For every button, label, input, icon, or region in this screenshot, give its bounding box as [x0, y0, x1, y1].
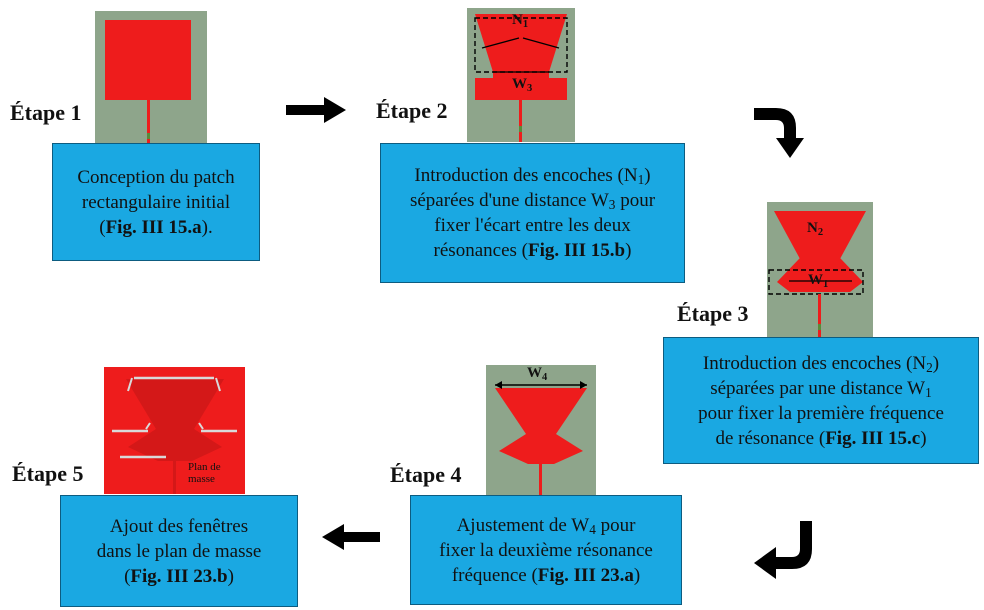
step1-label: Étape 1	[10, 100, 82, 125]
step4-line: fréquence (Fig. III 23.a)	[452, 563, 640, 588]
step2-line: Introduction des encoches (N1)	[414, 163, 650, 188]
step5-line: dans le plan de masse	[96, 540, 262, 562]
plan-de-masse-label: Plan de masse	[188, 461, 221, 485]
step2-l4b: )	[625, 240, 632, 261]
step1-line: rectangulaire initial	[81, 191, 231, 213]
step5-l3a: (	[124, 565, 131, 587]
step3-line: pour fixer la première fréquence	[698, 402, 944, 424]
step1-description-box: Conception du patch rectangulaire initia…	[52, 143, 260, 261]
step2-l2sub: 3	[608, 197, 616, 212]
step1-line: Conception du patch	[77, 166, 235, 188]
arrow-curve-down-icon	[754, 108, 814, 169]
step2-l1c: )	[644, 165, 651, 186]
label-n1: N1	[512, 12, 529, 30]
step4-l3b: )	[633, 564, 641, 586]
step3-l4a: de résonance (	[715, 427, 826, 449]
step1-fig-ref: Fig. III 15.a	[105, 216, 202, 238]
step3-line: séparées par une distance W1	[710, 376, 932, 401]
step2-line: séparées d'une distance W3 pour	[410, 188, 655, 213]
step2-l4a: résonances (	[433, 240, 528, 261]
step4-l1b: pour	[595, 514, 636, 536]
step3-l1sub: 2	[926, 359, 933, 375]
step3-label: Étape 3	[677, 301, 749, 326]
step4-description-box: Ajustement de W4 pour fixer la deuxième …	[410, 495, 682, 605]
arrow-curve-left-icon	[752, 521, 814, 584]
w3-sub: 3	[527, 83, 533, 94]
step3-l2a: séparées par une distance W	[710, 377, 926, 399]
step4-fig-ref: Fig. III 23.a	[537, 564, 634, 586]
step4-line: fixer la deuxième résonance	[439, 539, 653, 561]
step4-line: Ajustement de W4 pour	[457, 513, 636, 538]
step2-l1a: Introduction des encoches	[414, 165, 618, 186]
step1-antenna-image	[95, 11, 207, 146]
step3-l4b: )	[920, 427, 927, 449]
step4-antenna-image	[486, 365, 596, 495]
step3-line: de résonance (Fig. III 15.c)	[715, 426, 926, 451]
plan-label-line2: masse	[188, 473, 215, 485]
step1-ref-suffix: ).	[201, 216, 213, 238]
label-w4: W4	[527, 365, 548, 383]
n2-sub: 2	[817, 227, 824, 238]
step3-l1b: )	[932, 352, 940, 374]
step3-description-box: Introduction des encoches (N2) séparées …	[663, 337, 979, 464]
n1-sub: 1	[522, 19, 529, 30]
step5-ground-plane-image	[104, 367, 245, 494]
label-w1: W1	[808, 272, 829, 290]
arrow-left-icon	[322, 524, 380, 555]
step2-line: fixer l'écart entre les deux	[434, 215, 631, 236]
plan-label-line1: Plan de	[188, 461, 221, 473]
step2-l2b: pour	[615, 190, 656, 211]
step3-line: Introduction des encoches (N2)	[703, 351, 939, 376]
step2-antenna-image	[467, 8, 575, 142]
step4-l1a: Ajustement de W	[456, 514, 590, 536]
w3-text: W	[512, 76, 527, 92]
step5-l3b: )	[227, 565, 234, 587]
label-w3: W3	[512, 76, 533, 94]
step2-line: résonances (Fig. III 15.b)	[434, 238, 632, 263]
step5-line: Ajout des fenêtres	[109, 515, 249, 537]
w4-sub: 4	[542, 372, 548, 383]
w1-sub: 1	[823, 279, 829, 290]
step4-l3a: fréquence (	[451, 564, 538, 586]
step2-fig-ref: Fig. III 15.b	[527, 240, 626, 261]
step2-description-box: Introduction des encoches (N1) séparées …	[380, 143, 685, 283]
step5-description-box: Ajout des fenêtres dans le plan de masse…	[60, 495, 298, 607]
step1-ref-line: (Fig. III 15.a).	[99, 216, 213, 238]
step2-l2a: séparées d'une distance W	[409, 190, 609, 211]
step3-l1a: Introduction des encoches (N	[702, 352, 927, 374]
step3-antenna-image	[767, 202, 873, 339]
arrow-right-icon	[286, 97, 346, 128]
step4-l1sub: 4	[589, 521, 596, 537]
step2-label: Étape 2	[376, 98, 448, 123]
step2-l1b: (N	[617, 165, 638, 186]
w4-text: W	[527, 365, 542, 381]
n1-text: N	[512, 12, 523, 28]
step2-l1sub: 1	[637, 172, 645, 187]
label-n2: N2	[807, 220, 824, 238]
n2-text: N	[807, 220, 818, 236]
step3-l2sub: 1	[925, 384, 932, 400]
step5-label: Étape 5	[12, 461, 84, 486]
step3-fig-ref: Fig. III 15.c	[825, 427, 921, 449]
step4-label: Étape 4	[390, 462, 462, 487]
step5-line: (Fig. III 23.b)	[124, 564, 234, 589]
w1-text: W	[808, 272, 823, 288]
step5-fig-ref: Fig. III 23.b	[130, 565, 228, 587]
